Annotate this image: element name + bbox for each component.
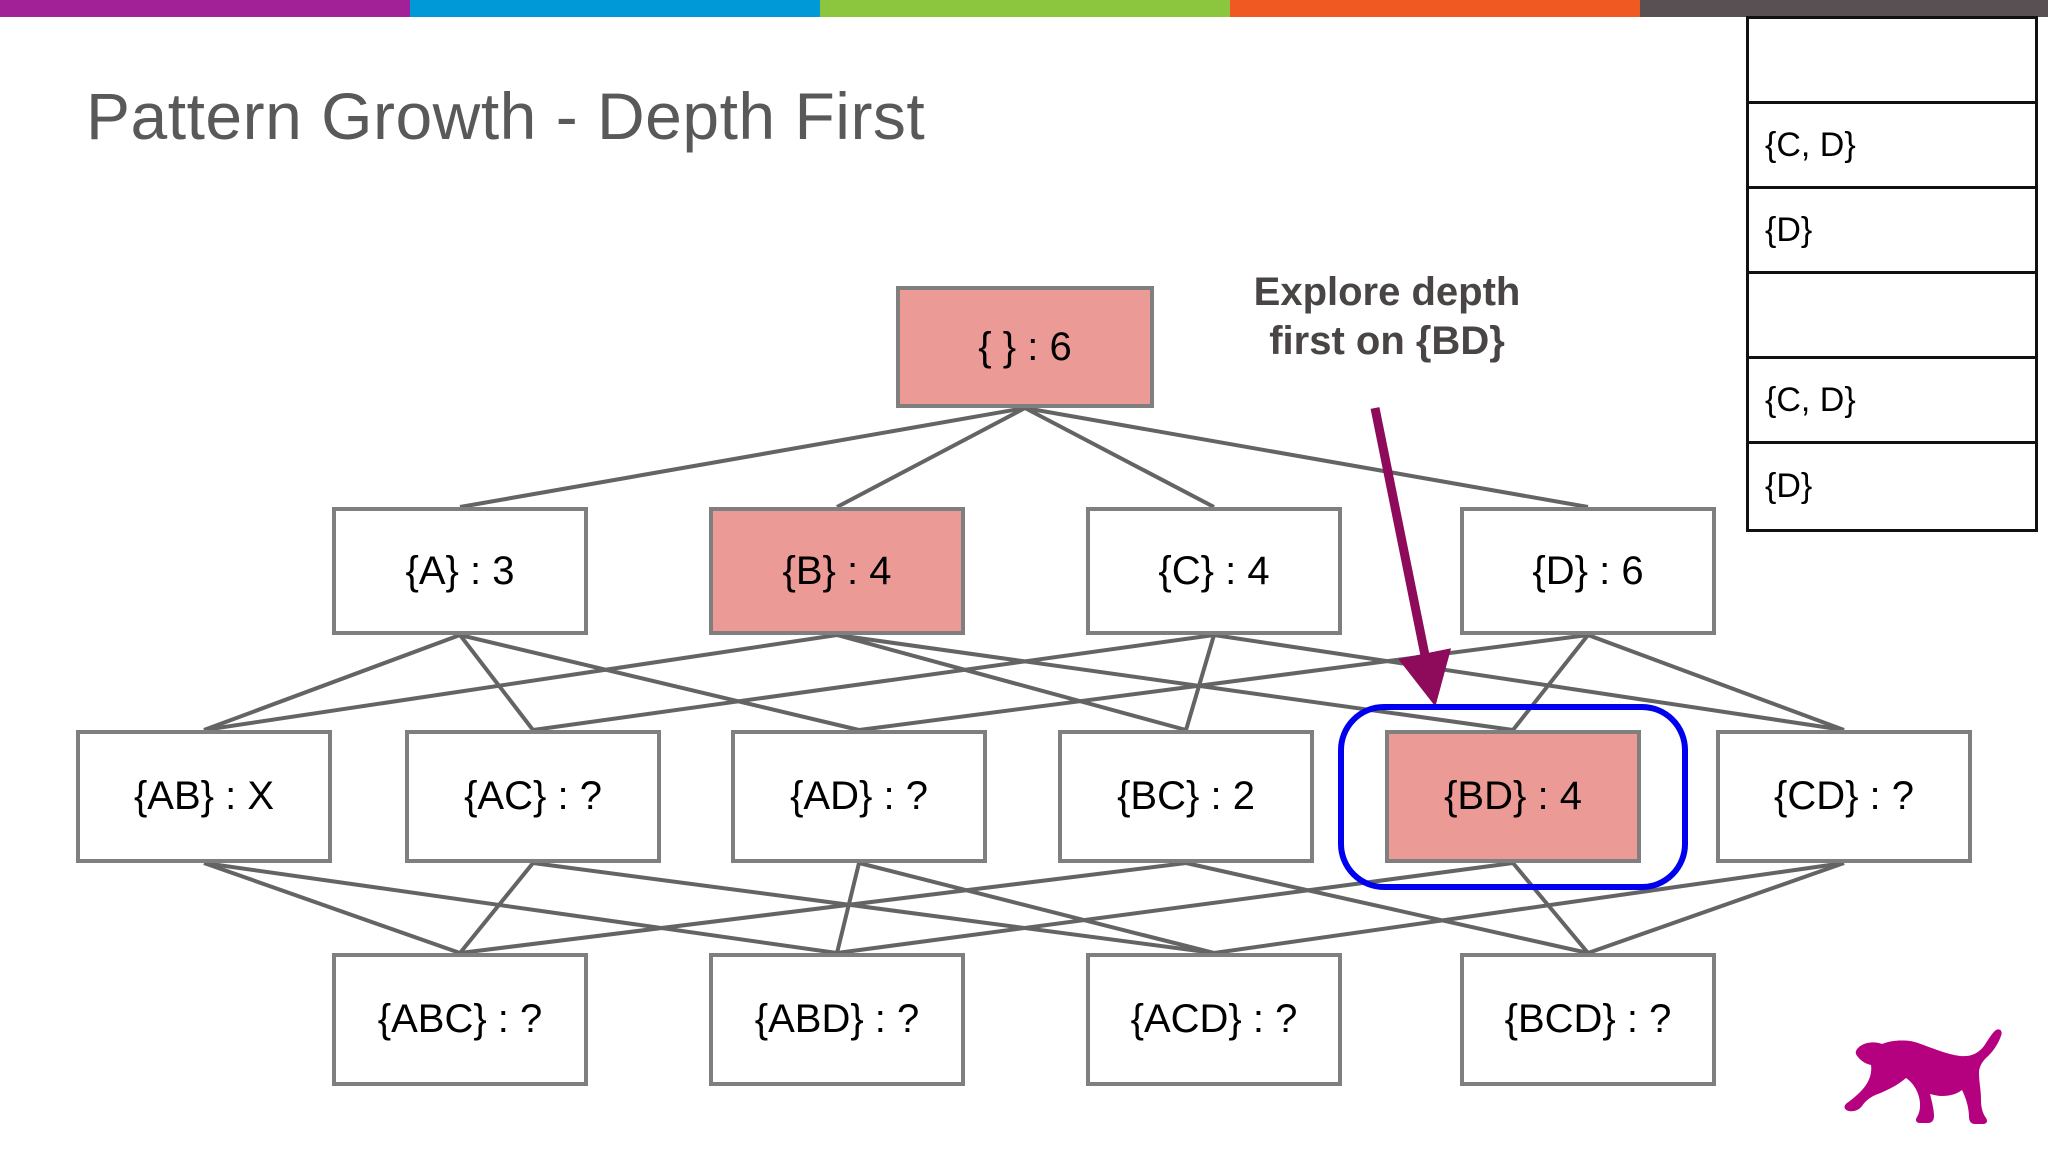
- lattice-node-label: {AC} : ?: [464, 774, 602, 818]
- lattice-edge-bc-abc: [459, 861, 1187, 955]
- lattice-node-label: {B} : 4: [782, 548, 892, 593]
- lattice-node-label: {CD} : ?: [1773, 774, 1915, 818]
- lattice-node-label: {ACD} : ?: [1130, 997, 1298, 1041]
- lattice-edge-ab-abd: [203, 861, 838, 955]
- lattice-node-d[interactable]: {D} : 6: [1460, 507, 1716, 635]
- projection-table-row: {C, D}: [1749, 104, 2035, 189]
- topbar-segment-gray: [1640, 0, 2048, 17]
- lattice-node-label: {AB} : X: [133, 774, 275, 818]
- annotation-line-2: first on {BD}: [1269, 318, 1505, 363]
- lattice-edge-a-ad: [459, 633, 860, 732]
- projection-table-row: [1749, 19, 2035, 104]
- lattice-edge-ab-abc: [203, 861, 461, 955]
- projection-table-row: {C, D}: [1749, 359, 2035, 444]
- projection-table-cell: {D}: [1765, 210, 1813, 249]
- projection-table-cell: {C, D}: [1765, 380, 1856, 419]
- lattice-edge-b-ab: [203, 633, 838, 732]
- lattice-edge-ac-abc: [458, 861, 535, 955]
- annotation-explore-depth-first: Explore depth first on {BD}: [1212, 268, 1562, 366]
- topbar-segment-orange: [1230, 0, 1640, 17]
- lattice-edge-c-ac: [532, 633, 1215, 732]
- lattice-node-ad[interactable]: {AD} : ?: [731, 730, 987, 863]
- lattice-edge-ad-abd: [835, 862, 861, 954]
- lattice-edge-a-ab: [203, 633, 461, 732]
- lattice-node-abd[interactable]: {ABD} : ?: [709, 953, 965, 1086]
- lattice-node-bd[interactable]: {BD} : 4: [1385, 730, 1641, 863]
- lattice-node-label: {BC} : 2: [1117, 774, 1255, 818]
- lattice-node-cd[interactable]: {CD} : ?: [1716, 730, 1972, 863]
- lattice-node-label: {A} : 3: [405, 548, 515, 593]
- lattice-edge-root-d: [1024, 406, 1589, 509]
- lattice-node-label: {C} : 4: [1158, 548, 1270, 593]
- lattice-edge-root-a: [459, 406, 1026, 509]
- lattice-node-abc[interactable]: {ABC} : ?: [332, 953, 588, 1086]
- bd-highlight-ring: [1338, 704, 1688, 890]
- projection-table: {C, D} {D} {C, D} {D}: [1746, 16, 2038, 532]
- projection-table-row: {D}: [1749, 189, 2035, 274]
- dog-logo-icon: [1844, 1029, 2002, 1124]
- topbar-segment-blue: [410, 0, 820, 17]
- lattice-node-ab[interactable]: {AB} : X: [76, 730, 332, 863]
- projection-table-row: [1749, 274, 2035, 359]
- lattice-node-a[interactable]: {A} : 3: [332, 507, 588, 635]
- lattice-node-acd[interactable]: {ACD} : ?: [1086, 953, 1342, 1086]
- lattice-node-label: {ABD} : ?: [754, 997, 920, 1041]
- lattice-node-label: {BD} : 4: [1444, 774, 1582, 818]
- lattice-edge-root-c: [1024, 406, 1215, 509]
- lattice-edge-ac-acd: [532, 861, 1215, 955]
- lattice-node-root[interactable]: { } : 6: [896, 286, 1154, 408]
- lattice-edge-c-bc: [1184, 634, 1216, 731]
- lattice-edge-ad-acd: [858, 861, 1215, 955]
- projection-table-row: {D}: [1749, 444, 2035, 529]
- projection-table-cell: {C, D}: [1765, 125, 1856, 164]
- lattice-node-bcd[interactable]: {BCD} : ?: [1460, 953, 1716, 1086]
- lattice-node-label: { } : 6: [978, 324, 1072, 369]
- projection-table-cell: {D}: [1765, 467, 1813, 505]
- explore-arrow: [1370, 407, 1452, 707]
- lattice-node-bc[interactable]: {BC} : 2: [1058, 730, 1314, 863]
- top-color-bar: [0, 0, 2048, 17]
- lattice-edge-b-bc: [836, 633, 1187, 732]
- lattice-node-ac[interactable]: {AC} : ?: [405, 730, 661, 863]
- lattice-node-b[interactable]: {B} : 4: [709, 507, 965, 635]
- lattice-node-c[interactable]: {C} : 4: [1086, 507, 1342, 635]
- annotation-line-1: Explore depth: [1253, 270, 1521, 314]
- lattice-node-label: {BCD} : ?: [1504, 997, 1672, 1041]
- lattice-edge-a-ac: [458, 633, 535, 732]
- page-title: Pattern Growth - Depth First: [86, 79, 926, 153]
- lattice-edge-root-b: [836, 406, 1026, 509]
- lattice-node-label: {D} : 6: [1532, 548, 1644, 593]
- lattice-node-label: {AD} : ?: [790, 774, 928, 818]
- lattice-node-label: {ABC} : ?: [377, 997, 543, 1041]
- topbar-segment-magenta: [0, 0, 410, 17]
- topbar-segment-green: [820, 0, 1230, 17]
